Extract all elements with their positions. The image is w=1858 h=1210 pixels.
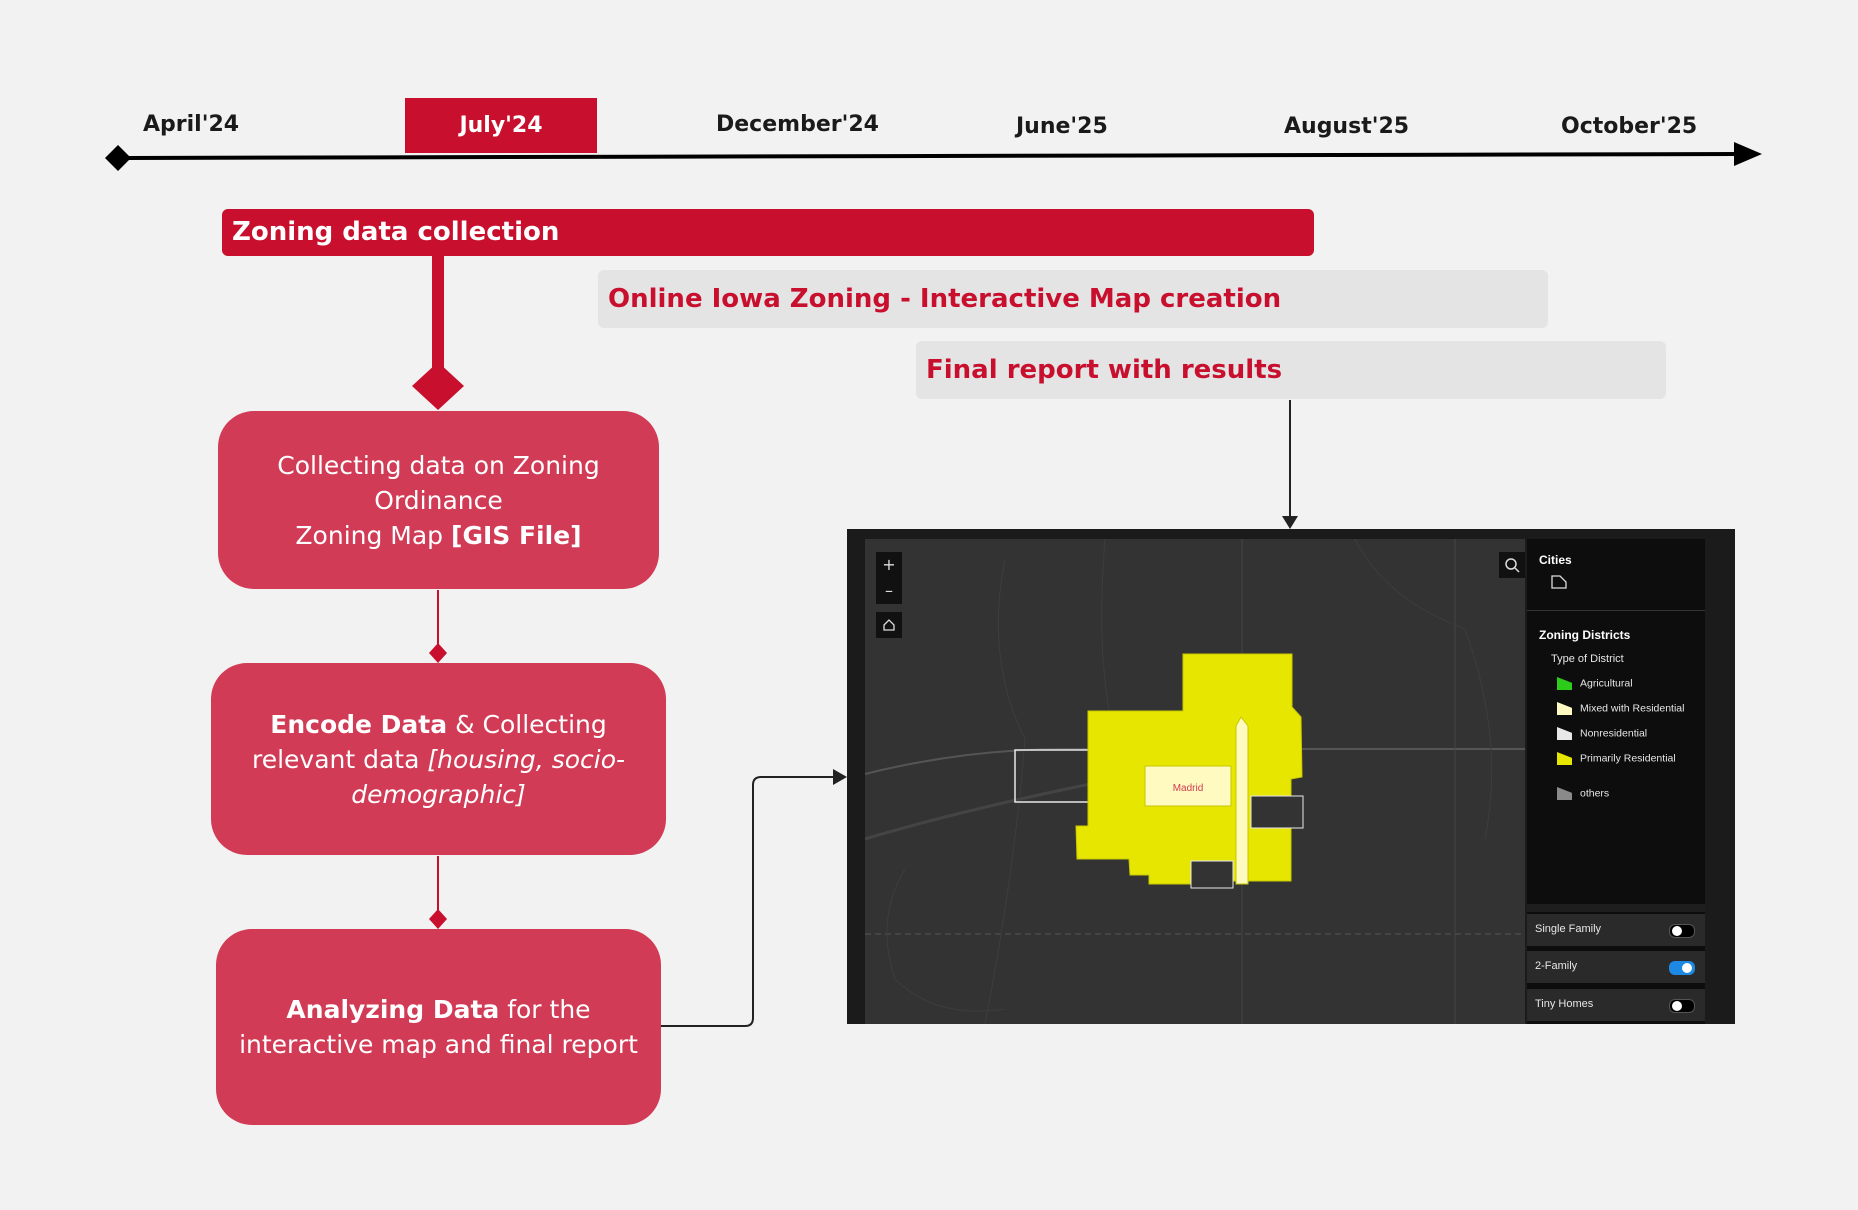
map-roads: Madrid <box>865 539 1525 1024</box>
legend-agricultural: Agricultural <box>1557 677 1633 695</box>
phase-zoning-data-collection: Zoning data collection <box>222 209 1314 256</box>
toggle-row-2-family[interactable]: 2-Family <box>1527 951 1705 983</box>
cities-polygon-icon <box>1551 575 1567 589</box>
legend-nonresidential: Nonresidential <box>1557 727 1647 745</box>
zoning-districts-title: Zoning Districts <box>1539 628 1631 642</box>
step-collecting-data: Collecting data on Zoning Ordinance Zoni… <box>218 411 659 589</box>
interactive-map-panel: Madrid + – Cities Zoning Districts Type … <box>847 529 1735 1024</box>
month-october-25: October'25 <box>1561 114 1698 139</box>
type-of-district-label: Type of District <box>1551 653 1624 665</box>
tiny-homes-toggle[interactable] <box>1669 999 1695 1013</box>
legend-primarily-residential: Primarily Residential <box>1557 752 1676 770</box>
zoom-out-button[interactable]: – <box>876 578 902 604</box>
legend-mixed-residential: Mixed with Residential <box>1557 702 1684 720</box>
step-analyze-text: for the interactive map and final report <box>239 995 638 1059</box>
map-canvas[interactable]: Madrid + – <box>865 539 1525 1024</box>
phase-interactive-map-creation: Online Iowa Zoning - Interactive Map cre… <box>598 270 1548 328</box>
step-encode-data: Encode Data & Collecting relevant data [… <box>211 663 666 855</box>
phase-final-report: Final report with results <box>916 341 1666 399</box>
home-icon[interactable] <box>876 612 902 638</box>
two-family-toggle[interactable] <box>1669 961 1695 975</box>
step-collecting-line2: Zoning Map <box>295 520 452 550</box>
month-august-25: August'25 <box>1284 114 1410 139</box>
step-collecting-gis: [GIS File] <box>451 520 582 550</box>
layer-side-panel: Cities Zoning Districts Type of District… <box>1527 539 1705 1024</box>
single-family-toggle[interactable] <box>1669 924 1695 938</box>
month-july-24: July'24 <box>405 98 597 153</box>
month-april-24: April'24 <box>143 112 240 137</box>
step-encode-italic: [housing, socio-demographic] <box>351 744 626 809</box>
map-city-label: Madrid <box>1173 783 1204 794</box>
step-encode-text: & Collecting relevant data <box>251 709 607 774</box>
step-collecting-line1: Collecting data on Zoning Ordinance <box>277 450 600 515</box>
step-analyze-bold: Analyzing Data <box>286 995 500 1024</box>
timeline-axis <box>105 142 1762 171</box>
step-analyzing-data: Analyzing Data for the interactive map a… <box>216 929 661 1125</box>
step-encode-bold: Encode Data <box>270 709 448 739</box>
month-june-25: June'25 <box>1016 114 1108 139</box>
toggle-row-tiny-homes[interactable]: Tiny Homes <box>1527 989 1705 1021</box>
cities-title: Cities <box>1539 553 1572 567</box>
toggle-row-single-family[interactable]: Single Family <box>1527 914 1705 946</box>
search-icon[interactable] <box>1499 552 1525 578</box>
zoom-in-button[interactable]: + <box>876 552 902 578</box>
month-december-24: December'24 <box>716 112 879 137</box>
legend-others: others <box>1557 787 1609 805</box>
